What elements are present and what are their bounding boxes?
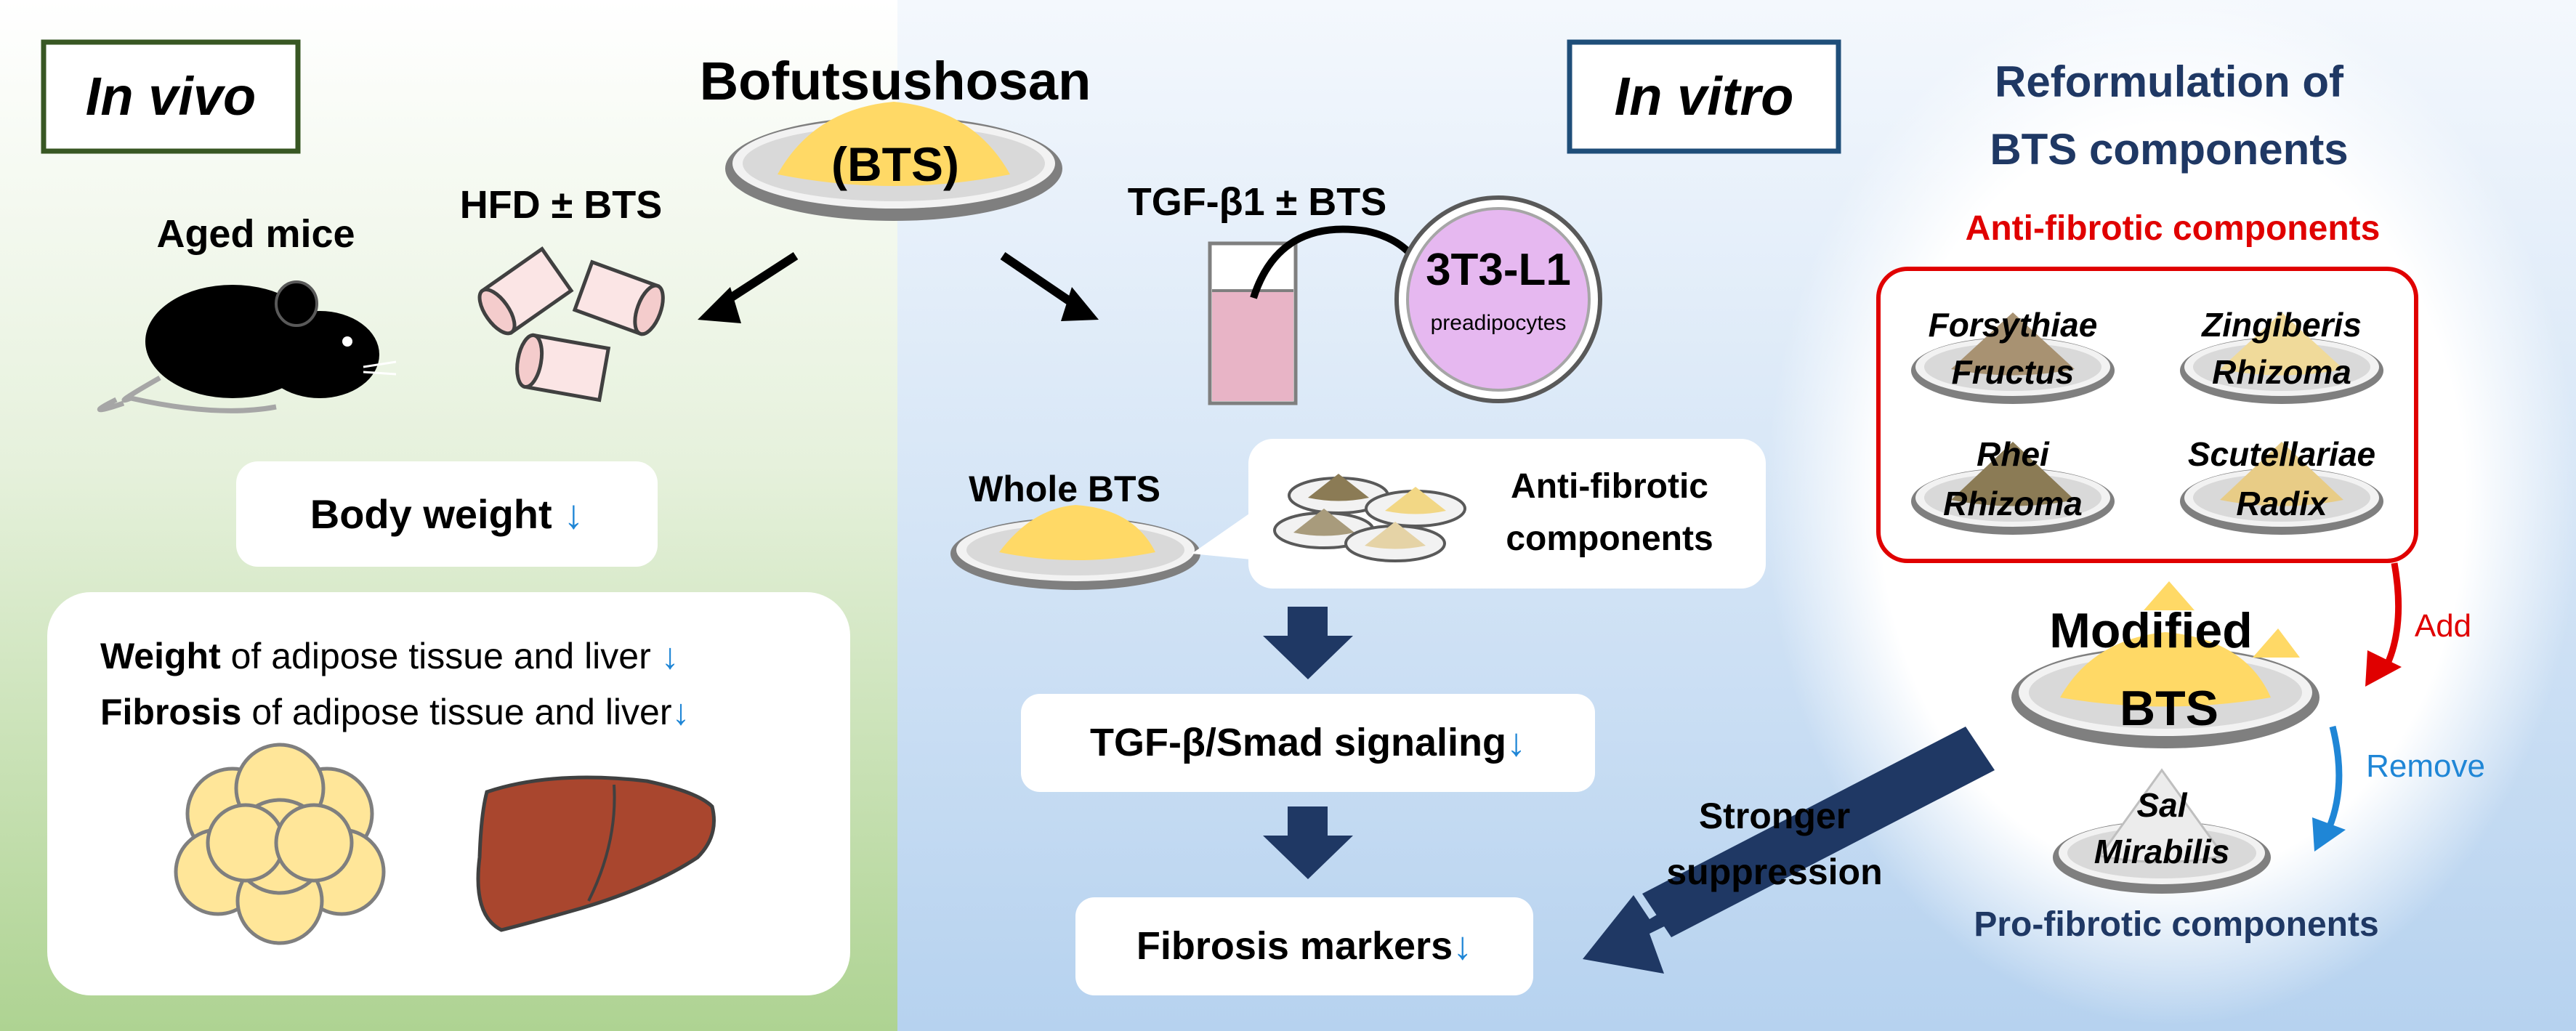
pro-fibrotic-header: Pro-fibrotic components (1974, 905, 2379, 944)
card-callout (1192, 512, 1251, 559)
whole-bts-label: Whole BTS (969, 469, 1160, 509)
reformulation-title-1: Reformulation of (1995, 57, 2343, 106)
liver-icon (476, 775, 716, 932)
anti-fibrotic-plates-icon (1273, 474, 1466, 562)
cell-icon (1394, 195, 1602, 403)
markers-label: Fibrosis markers↓ (1136, 924, 1473, 968)
whole-bts-plate (950, 505, 1200, 590)
markers-card (1075, 897, 1533, 995)
adipose-tissue-icon (174, 743, 386, 945)
fibrosis-line: Fibrosis of adipose tissue and liver↓ (100, 692, 690, 732)
add-arrow (2365, 562, 2402, 687)
in-vivo-frame (41, 39, 301, 154)
beaker-icon (1208, 241, 1298, 405)
mouse-icon (97, 280, 397, 413)
remove-label: Remove (2366, 748, 2485, 784)
modified-bts-plate (2011, 581, 2319, 748)
diet-label: HFD ± BTS (459, 183, 663, 227)
cell-line-label: 3T3-L1 (1426, 245, 1571, 295)
down-arrow-2 (1263, 806, 1353, 879)
anti-fibrotic-label-2: components (1506, 519, 1713, 558)
reformulation-title-2: BTS components (1990, 125, 2349, 174)
herb-plate-forsythiae (1911, 312, 2115, 404)
herb-plate-scutellariae (2180, 442, 2383, 535)
signaling-card (1021, 694, 1595, 792)
herb-4-line1: Scutellariae (2187, 435, 2376, 473)
herb-1-line2: Fructus (1951, 353, 2075, 391)
bts-abbrev: (BTS) (831, 137, 959, 191)
in-vivo-title: In vivo (85, 66, 257, 126)
herb-2-line2: Rhizoma (2212, 353, 2351, 391)
body-weight-label: Body weight ↓ (310, 491, 584, 537)
anti-fibrotic-label-1: Anti-fibrotic (1511, 467, 1708, 506)
herb-plate-rhei (1911, 442, 2115, 535)
sal-mirabilis-plate (2053, 768, 2271, 894)
stronger-label-2: suppression (1666, 852, 1883, 892)
in-vitro-title: In vitro (1614, 66, 1794, 126)
bts-name: Bofutsushosan (699, 51, 1091, 111)
add-label: Add (2414, 608, 2472, 644)
sal-label-2: Mirabilis (2093, 833, 2230, 870)
herb-plate-zingiberis (2180, 312, 2383, 404)
bts-plate (725, 102, 1062, 221)
herb-3-line1: Rhei (1977, 435, 2049, 473)
stronger-suppression-arrow (1583, 727, 1995, 974)
aged-mice-label: Aged mice (156, 212, 355, 256)
body-weight-card (236, 461, 658, 567)
herb-4-line2: Radix (2236, 485, 2327, 522)
anti-fibrotic-header: Anti-fibrotic components (1965, 209, 2381, 248)
down-arrow-1 (1263, 607, 1353, 679)
weight-line: Weight of adipose tissue and liver ↓ (100, 636, 679, 676)
modified-bts-label: BTS (2120, 681, 2218, 736)
food-pellets-icon (477, 246, 665, 403)
arrow-to-in-vitro (1000, 252, 1099, 321)
stronger-label-1: Stronger (1698, 796, 1851, 836)
herb-1-line1: Forsythiae (1928, 306, 2098, 344)
cell-type-label: preadipocytes (1430, 311, 1567, 335)
sal-label-1: Sal (2136, 786, 2187, 824)
herb-3-line2: Rhizoma (1943, 485, 2083, 522)
modified-label: Modified (2049, 603, 2253, 658)
in-vitro-frame (1567, 39, 1841, 154)
herb-2-line1: Zingiberis (2202, 306, 2362, 344)
arrow-to-in-vivo (698, 251, 799, 323)
treatment-label: TGF-β1 ± BTS (1127, 180, 1387, 224)
remove-arrow (2312, 725, 2346, 852)
signaling-label: TGF-β/Smad signaling↓ (1090, 721, 1526, 764)
